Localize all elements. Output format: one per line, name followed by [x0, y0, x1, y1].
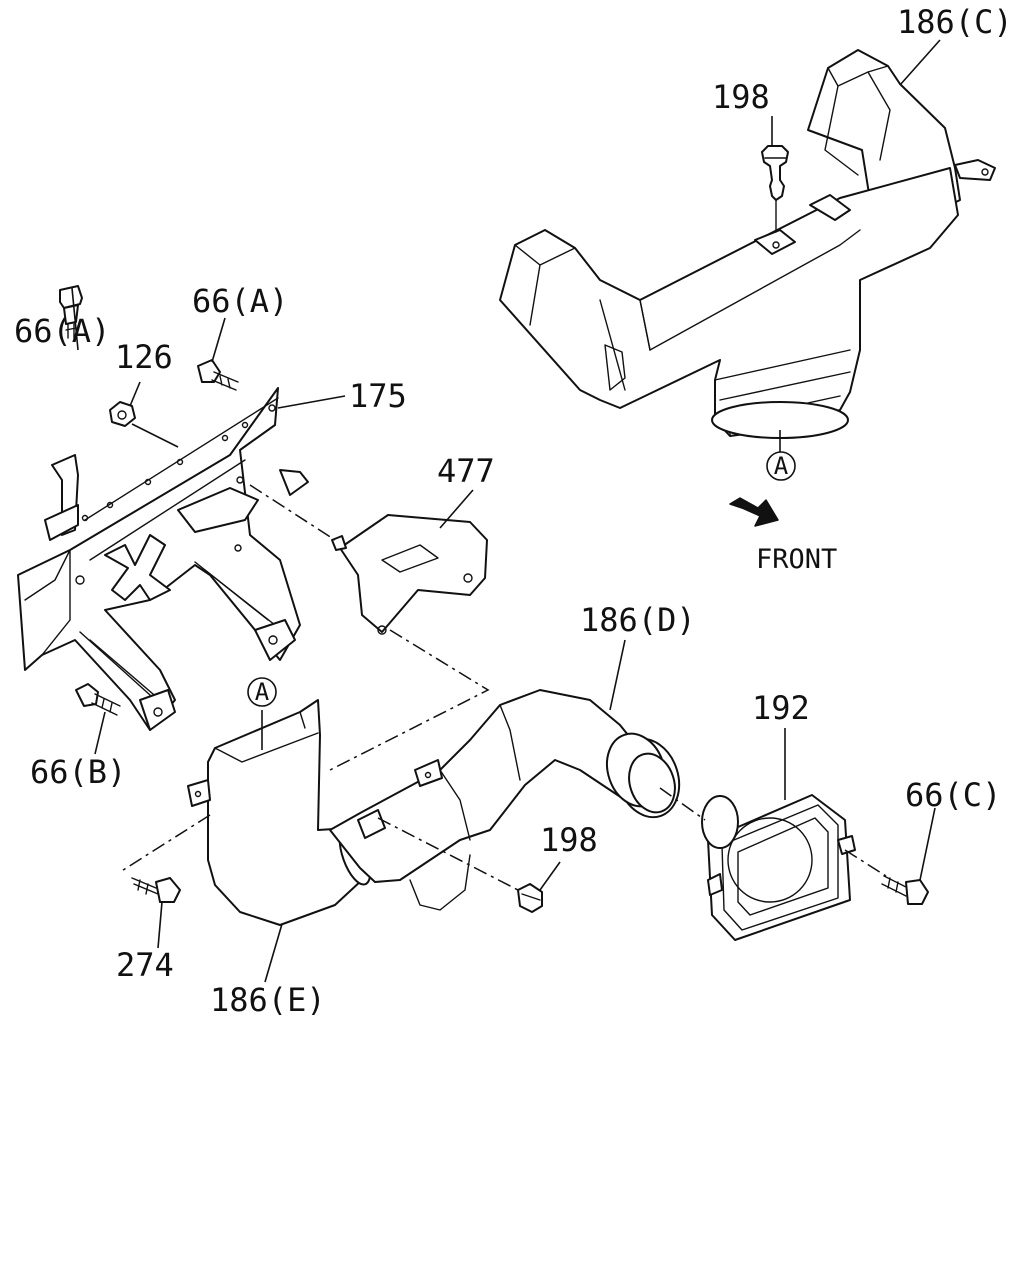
plate-477 — [331, 514, 488, 635]
duct-186d — [329, 689, 681, 911]
screw-274 — [131, 877, 181, 903]
clip-198-bottom — [517, 883, 543, 913]
label-66c: 66(C) — [905, 776, 1001, 814]
ref-a-bottom-label: A — [255, 678, 270, 706]
label-66a-mid: 66(A) — [192, 282, 288, 320]
nut-126 — [109, 401, 136, 427]
label-192: 192 — [752, 689, 810, 727]
bolt-66b — [75, 683, 121, 716]
bolt-66a-left — [59, 285, 83, 339]
leader-lines — [71, 39, 941, 983]
duct-186c — [499, 49, 996, 439]
label-477: 477 — [437, 452, 495, 490]
bolt-66a-mid — [197, 359, 239, 391]
frame-192 — [701, 794, 856, 941]
clip-198-top — [761, 145, 789, 233]
label-66b: 66(B) — [30, 753, 126, 791]
front-arrow-icon — [729, 497, 779, 527]
label-175: 175 — [349, 377, 407, 415]
label-198-bottom: 198 — [540, 821, 598, 859]
ref-a-bottom: A — [247, 677, 277, 707]
label-198-top: 198 — [712, 78, 770, 116]
duct-186e — [187, 699, 372, 926]
label-66a-left: 66(A) — [14, 312, 110, 350]
bolt-66c — [881, 875, 929, 905]
label-274: 274 — [116, 946, 174, 984]
label-186c: 186(C) — [897, 3, 1013, 41]
ref-a-top: A — [766, 451, 796, 481]
label-186d: 186(D) — [580, 601, 696, 639]
label-186e: 186(E) — [210, 981, 326, 1019]
bracket-175 — [17, 387, 309, 731]
connector-lines — [119, 484, 887, 891]
front-label: FRONT — [756, 544, 837, 575]
label-126: 126 — [115, 338, 173, 376]
ref-a-top-label: A — [774, 452, 789, 480]
